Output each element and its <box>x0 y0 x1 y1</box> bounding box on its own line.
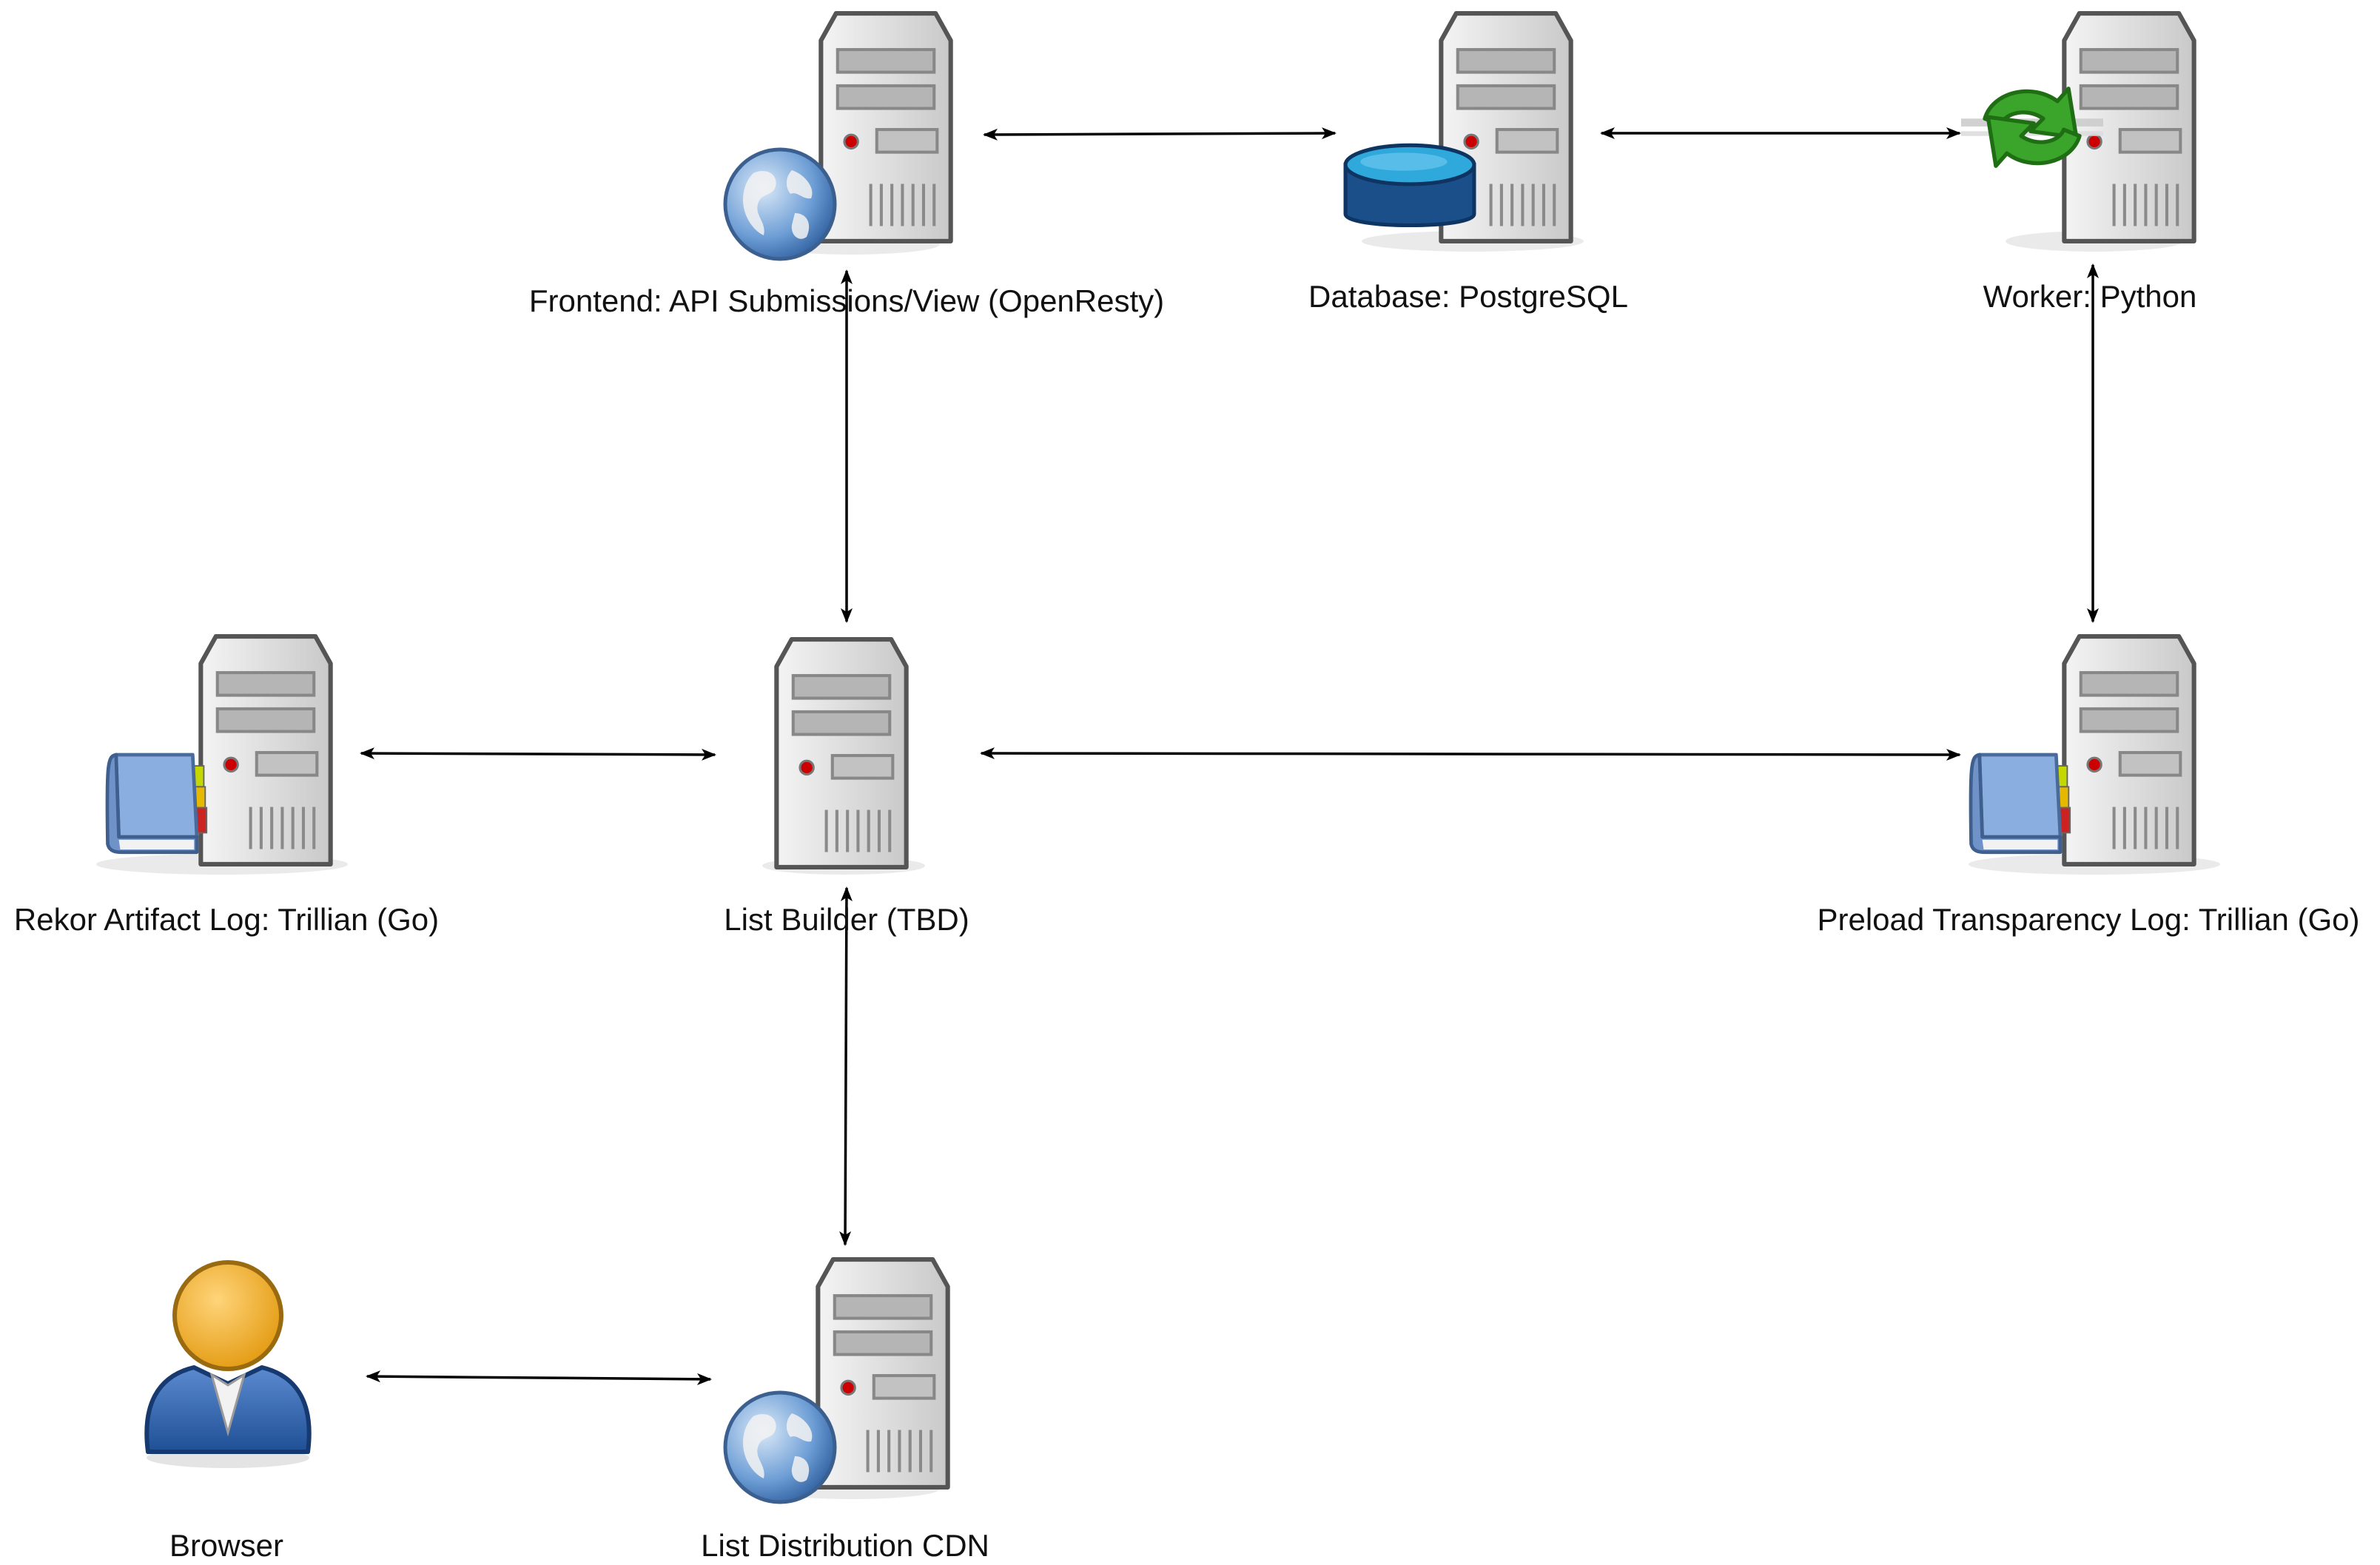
server-icon <box>201 636 330 864</box>
database-icon <box>1345 145 1474 225</box>
node-label-worker: Worker: Python <box>1983 279 2197 314</box>
book-icon <box>1971 755 2070 852</box>
node-cdn <box>725 1259 948 1502</box>
node-label-cdn: List Distribution CDN <box>701 1528 989 1563</box>
server-icon <box>821 13 950 241</box>
node-label-preload: Preload Transparency Log: Trillian (Go) <box>1817 902 2360 937</box>
node-frontend <box>725 13 951 259</box>
server-icon <box>2064 636 2194 864</box>
user-icon <box>147 1262 309 1468</box>
server-icon <box>818 1259 947 1487</box>
node-label-database: Database: PostgreSQL <box>1308 279 1628 314</box>
node-label-builder: List Builder (TBD) <box>724 902 969 937</box>
node-label-browser: Browser <box>169 1528 284 1563</box>
server-icon <box>2064 13 2194 241</box>
edge-rekor-builder <box>360 747 716 761</box>
edge-frontend-database <box>983 127 1337 141</box>
node-database <box>1345 13 1584 252</box>
node-label-rekor: Rekor Artifact Log: Trillian (Go) <box>13 902 440 937</box>
server-icon <box>776 639 906 867</box>
book-icon <box>107 755 206 852</box>
edge-builder-preload <box>980 747 1961 761</box>
edge-builder-cdn <box>839 886 853 1246</box>
node-builder <box>762 639 925 875</box>
node-browser <box>147 1262 309 1468</box>
node-preload <box>1969 636 2220 875</box>
node-label-frontend: Frontend: API Submissions/View (OpenRest… <box>528 283 1165 318</box>
node-rekor <box>96 636 348 875</box>
node-worker <box>1961 13 2194 252</box>
globe-icon <box>725 1393 835 1502</box>
edge-browser-cdn <box>366 1370 712 1385</box>
edges <box>360 127 2099 1385</box>
globe-icon <box>725 149 835 259</box>
